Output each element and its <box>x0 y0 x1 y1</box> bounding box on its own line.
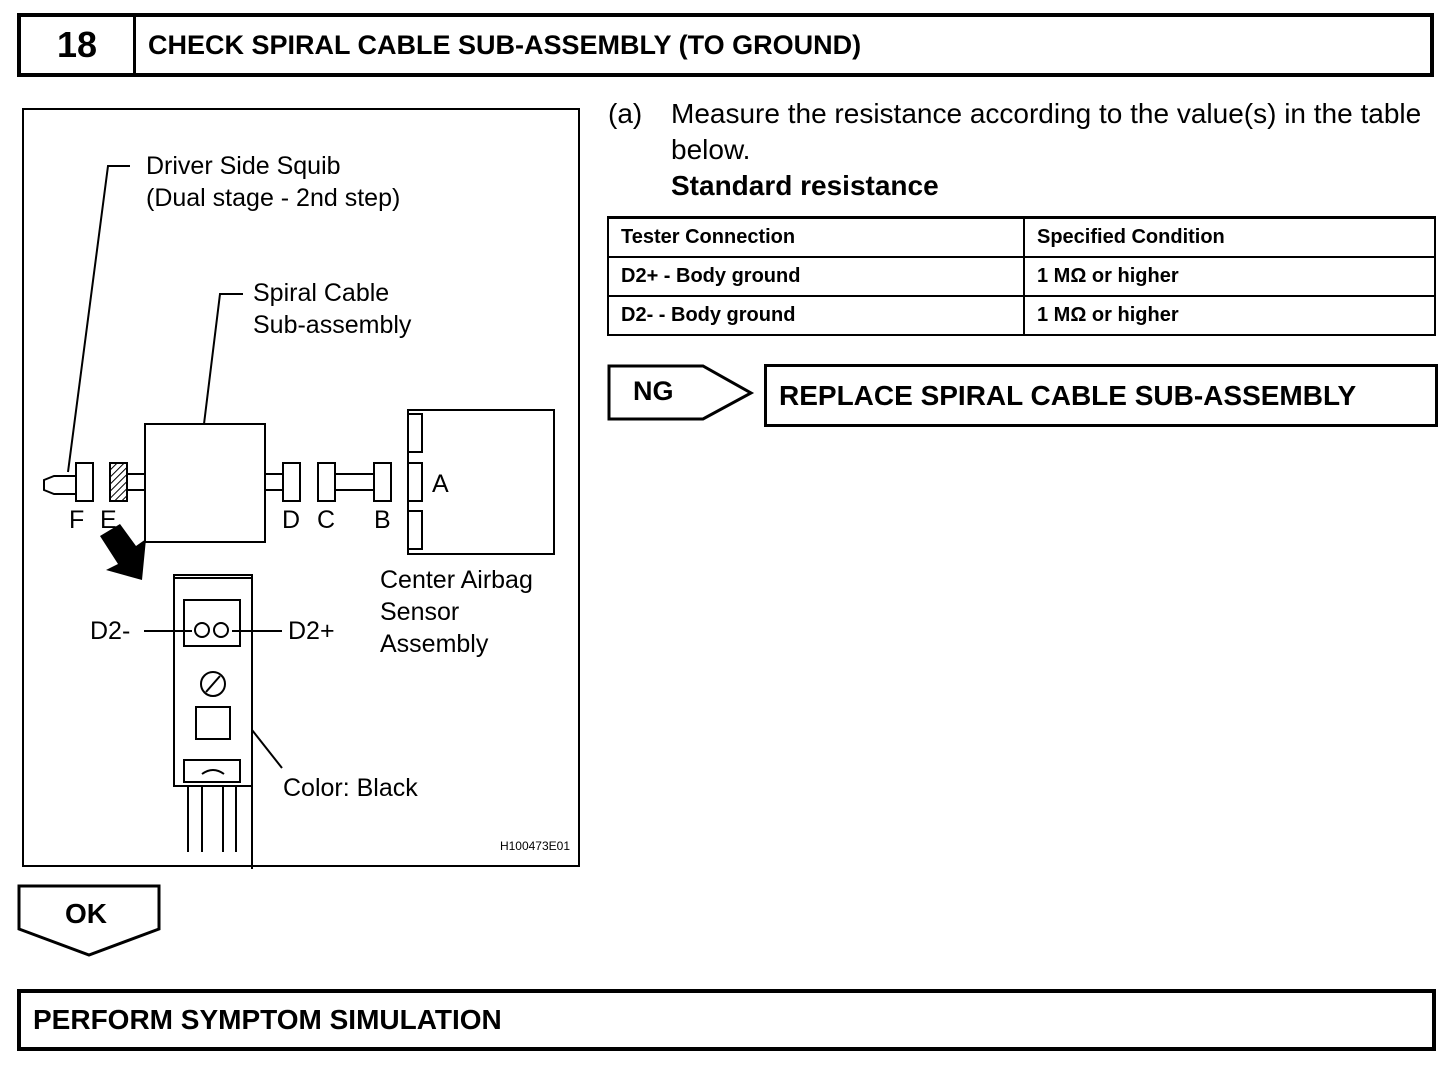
resistance-table: Tester Connection Specified Condition D2… <box>607 216 1436 336</box>
wiring-figure: Driver Side Squib (Dual stage - 2nd step… <box>22 108 580 869</box>
connector-b <box>373 462 392 502</box>
d-stub <box>264 473 284 491</box>
ng-label: NG <box>633 376 674 406</box>
sensor-box <box>407 409 555 555</box>
e-stub <box>126 473 146 491</box>
step-number: 18 <box>21 17 136 73</box>
spiral-cable-label: Spiral Cable Sub-assembly <box>253 279 412 339</box>
ok-action-box: PERFORM SYMPTOM SIMULATION <box>17 989 1436 1051</box>
color-leader <box>251 729 283 769</box>
table-row: D2- - Body ground 1 MΩ or higher <box>607 295 1436 336</box>
figure-code: H100473E01 <box>499 839 570 853</box>
table-header: Tester Connection <box>607 216 1025 258</box>
connector-d-label: D <box>282 506 301 534</box>
driver-squib-label: Driver Side Squib (Dual stage - 2nd step… <box>146 152 401 212</box>
standard-resistance-heading: Standard resistance <box>671 170 939 201</box>
instruction: (a) Measure the resistance according to … <box>608 96 1438 204</box>
ok-branch: OK <box>17 884 163 963</box>
arrow-icon <box>100 524 146 580</box>
color-label: Color: Black <box>283 774 418 802</box>
step-header: 18 CHECK SPIRAL CABLE SUB-ASSEMBLY (TO G… <box>17 13 1434 77</box>
table-cell: 1 MΩ or higher <box>1023 256 1436 297</box>
connector-a-label: A <box>432 470 449 498</box>
table-cell: D2- - Body ground <box>607 295 1025 336</box>
instruction-text: Measure the resistance according to the … <box>671 98 1422 165</box>
spiral-leader-line <box>203 293 243 425</box>
table-header-row: Tester Connection Specified Condition <box>607 216 1436 258</box>
table-header: Specified Condition <box>1023 216 1436 258</box>
airbag-sensor-label: Center Airbag Sensor Assembly <box>380 566 533 658</box>
instruction-marker: (a) <box>608 98 643 129</box>
ng-arrow-shape <box>607 364 755 421</box>
connector-f <box>75 462 94 502</box>
connector-e <box>109 462 128 502</box>
table-cell: D2+ - Body ground <box>607 256 1025 297</box>
connector-c-label: C <box>317 506 336 534</box>
squib-leader-line <box>67 165 130 473</box>
table-cell: 1 MΩ or higher <box>1023 295 1436 336</box>
connector-c <box>317 462 336 502</box>
connector-b-label: B <box>374 506 391 534</box>
ng-branch: NG <box>607 364 755 427</box>
table-row: D2+ - Body ground 1 MΩ or higher <box>607 256 1436 297</box>
spiral-cable-body <box>144 423 266 543</box>
step-title: CHECK SPIRAL CABLE SUB-ASSEMBLY (TO GROU… <box>148 29 862 60</box>
ng-action-box: REPLACE SPIRAL CABLE SUB-ASSEMBLY <box>764 364 1438 427</box>
c-b-link <box>334 473 375 491</box>
connector-e-label: E <box>100 506 117 534</box>
connector-d <box>282 462 301 502</box>
connector-illustration <box>43 165 555 869</box>
d2-minus-label: D2- <box>90 617 131 645</box>
d2-plus-label: D2+ <box>288 617 335 645</box>
ok-arrow-shape <box>17 884 161 957</box>
connector-f-label: F <box>69 506 85 534</box>
squib-plug <box>43 475 77 495</box>
ok-label: OK <box>65 898 107 929</box>
